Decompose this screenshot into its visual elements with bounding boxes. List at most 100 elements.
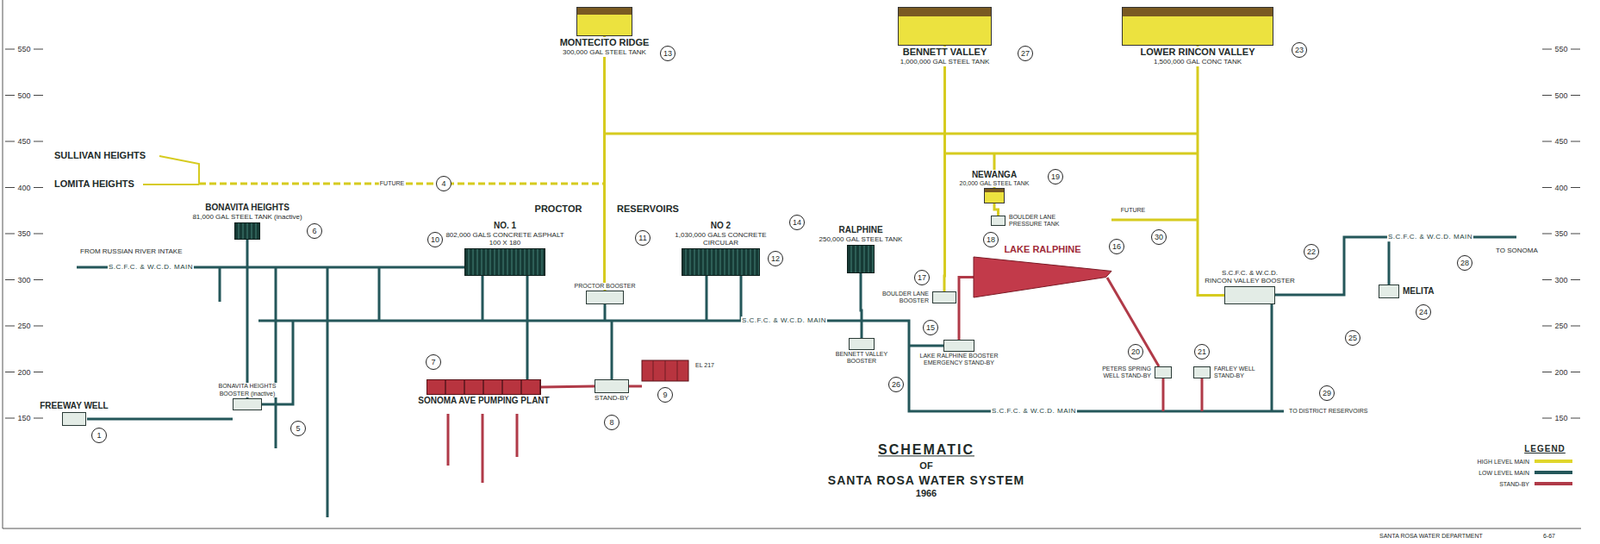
node-detail: 300,000 GAL STEEL TANK [561,48,648,57]
callout-number: 27 [1017,45,1034,62]
storage-tank: BENNETT VALLEY1,000,000 GAL STEEL TANK [897,6,992,46]
callout-number: 12 [767,250,784,267]
label-block: PETERS SPRING WELL STAND-BY [1089,365,1152,380]
label-block: BONAVITA HEIGHTS81,000 GAL STEEL TANK (i… [182,202,312,222]
annotation-label: S.C.F.C. & W.C.D. MAIN [990,406,1078,416]
lake-shape [973,256,1112,298]
lake-shape [973,256,1112,298]
node-heading: BENNETT VALLEY BOOSTER [831,350,892,366]
elevation-label: 350 [1553,229,1569,239]
pipe-connector [958,277,974,341]
label-block: RALPHINE250,000 GAL STEEL TANK [809,224,913,244]
booster-station: BOULDER LANE PRESSURE TANK [990,215,1006,226]
legend-row: STAND-BY [1413,478,1573,489]
annotation-label: SANTA ROSA WATER SYSTEM [827,473,1026,488]
callout-number: 14 [789,214,805,231]
callout-number: 5 [290,420,306,436]
label-block: S.C.F.C. & W.C.D.RINCON VALLEY BOOSTER [1189,268,1311,286]
storage-tank: NO 21,030,000 GALS CONCRETE CIRCULAR [681,248,760,276]
elevation-label: 450 [1553,136,1569,147]
annotation-label: TO SONOMA [1494,246,1539,256]
annotation-label: 1966 [915,487,938,499]
label-block: NO 21,030,000 GALS CONCRETE CIRCULAR [660,220,782,248]
elevation-label: 200 [16,367,32,377]
callout-number: 13 [659,45,676,62]
node-heading: BENNETT VALLEY [902,46,989,58]
elevation-tick [5,49,44,418]
callout-number: 7 [425,354,442,370]
legend-row: HIGH LEVEL MAIN [1413,455,1573,467]
label-block: NO. 1802,000 GALS CONCRETE ASPHALT 100 X… [444,220,566,248]
node-heading: BOULDER LANE BOOSTER [877,290,930,306]
callout-number: 20 [1127,343,1144,360]
legend-text: HIGH LEVEL MAIN [1476,458,1531,465]
elevation-label: 250 [16,321,32,331]
callout-number: 11 [635,230,651,246]
annotation-label: SULLIVAN HEIGHTS [53,149,147,162]
label-block: BOULDER LANE PRESSURE TANK [1008,213,1069,229]
annotation-label: SANTA ROSA WATER DEPARTMENT [1378,532,1484,540]
elevation-label: 500 [16,90,32,100]
label-block: BONAVITA HEIGHTS BOOSTER (inactive) [208,382,287,398]
callout-number: 22 [1303,243,1320,260]
elevation-tick [5,49,1581,418]
label-block: PROCTOR BOOSTER [566,282,644,290]
diagram-title: SCHEMATIC [877,441,976,458]
node-heading: BOULDER LANE PRESSURE TANK [1008,213,1069,229]
label-block: FREEWAY WELL [22,400,126,411]
node-heading: NEWANGA [971,169,1018,181]
booster-station: BONAVITA HEIGHTS BOOSTER (inactive) [232,398,262,411]
elevation-label: 400 [16,182,32,193]
storage-tank: BONAVITA HEIGHTS81,000 GAL STEEL TANK (i… [234,222,261,240]
callout-number: 15 [922,319,939,336]
stand-by-line [448,277,1202,483]
pipe-connector [860,273,862,338]
label-block: STAND-BY [581,393,642,403]
node-detail: 1,500,000 GAL CONC TANK [1152,57,1243,67]
storage-tank: MONTECITO RIDGE300,000 GAL STEEL TANK [576,6,633,37]
annotation-label: S.C.F.C. & W.C.D. MAIN [107,262,194,272]
node-detail: 20,000 GAL STEEL TANK [958,180,1031,187]
high-level-main [143,155,200,185]
annotation-label: LOMITA HEIGHTS [53,178,136,190]
elevation-label: 450 [16,136,32,147]
node-heading: LOWER RINCON VALLEY [1139,46,1256,58]
node-heading: MELITA [1401,286,1435,297]
pipe-connector [1197,45,1225,296]
node-heading: PROCTOR BOOSTER [572,282,636,290]
node-heading: RALPHINE [837,224,884,236]
elevation-label: 400 [1553,182,1569,193]
node-detail: 1,030,000 GALS CONCRETE CIRCULAR [660,230,782,248]
callout-number: 25 [1344,329,1361,346]
label-block: MELITA [1401,286,1454,297]
node-heading: NO 2 [709,220,732,231]
frame-line [2,0,1582,529]
callout-number: 26 [888,376,904,393]
annotation-label: RESERVOIRS [616,203,680,215]
booster-station: BOULDER LANE BOOSTER [932,291,957,304]
node-heading: BONAVITA HEIGHTS [204,202,291,213]
node-heading: MONTECITO RIDGE [559,37,651,49]
annotation-label: LEGEND [1523,443,1567,455]
callout-number: 28 [1456,255,1473,271]
annotation-label: EL 217 [694,361,716,369]
annotation-label: OF [918,460,934,472]
elevation-label: 550 [1553,44,1569,55]
callout-number: 23 [1291,42,1308,58]
legend-text: STAND-BY [1498,480,1531,487]
elevation-label: 200 [1553,367,1569,377]
low-level-main [76,236,1517,517]
callout-number: 19 [1047,168,1064,185]
storage-tank: LOWER RINCON VALLEY1,500,000 GAL CONC TA… [1121,6,1274,46]
node-detail: 1,000,000 GAL STEEL TANK [899,57,991,67]
booster-station: PETERS SPRING WELL STAND-BY [1154,366,1172,379]
legend-swatch [1534,470,1573,474]
legend-swatch [1534,459,1573,463]
label-block: MONTECITO RIDGE300,000 GAL STEEL TANK [527,37,683,57]
low-level-main [76,236,1517,517]
node-detail: 250,000 GAL STEEL TANK [818,235,904,244]
annotation-label: FUTURE [1120,206,1146,214]
callout-number: 10 [427,231,443,248]
